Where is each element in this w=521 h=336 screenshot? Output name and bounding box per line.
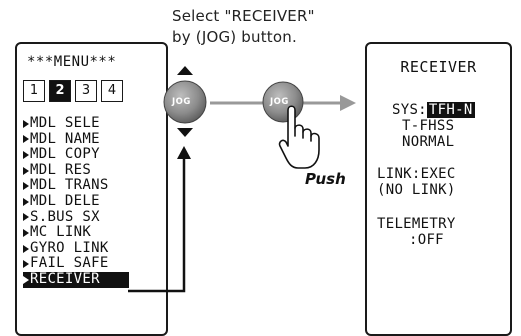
link-status: (NO LINK) — [377, 182, 456, 198]
menu-item-label: FAIL SAFE — [30, 255, 109, 272]
instruction-text: Select "RECEIVER" by (JOG) button. — [172, 6, 315, 48]
menu-item-label: S.BUS SX — [30, 208, 100, 225]
page-1: 1 — [23, 80, 45, 102]
menu-item-label: MC LINK — [30, 224, 92, 241]
menu-item: MDL DELE — [23, 192, 129, 210]
triangle-pointer-icon — [23, 119, 29, 128]
menu-item-label: RECEIVER — [30, 270, 100, 287]
triangle-pointer-icon — [23, 150, 29, 159]
menu-item-label: MDL NAME — [30, 130, 100, 147]
menu-item: MDL TRANS — [23, 178, 129, 194]
jog-label-right: JOG — [270, 97, 289, 107]
down-arrow-icon — [177, 128, 193, 137]
sys-label: SYS: — [392, 102, 427, 118]
triangle-pointer-icon — [23, 197, 29, 206]
triangle-pointer-icon — [23, 228, 29, 237]
menu-item-label: MDL RES — [30, 161, 92, 178]
sys-line: SYS:TFH-N — [392, 102, 475, 118]
jog-label-left: JOG — [172, 97, 191, 107]
page-2-active: 2 — [49, 80, 71, 102]
receiver-title: RECEIVER — [400, 58, 477, 76]
menu-title: ***MENU*** — [27, 54, 117, 70]
menu-item: S.BUS SX — [23, 208, 129, 226]
instruction-line-2: by (JOG) button. — [172, 28, 297, 46]
page-4: 4 — [101, 80, 123, 102]
pointing-hand-icon — [278, 105, 320, 169]
menu-item: MC LINK — [23, 225, 129, 241]
link-line: LINK:EXEC — [377, 166, 456, 182]
menu-item: FAIL SAFE — [23, 256, 129, 272]
menu-item: MDL NAME — [23, 130, 129, 148]
menu-item-label: MDL COPY — [30, 146, 100, 163]
arrow-to-receiver-icon — [340, 95, 356, 111]
selection-pointer-line — [128, 146, 191, 293]
triangle-pointer-icon — [23, 182, 29, 191]
triangle-pointer-icon — [23, 275, 29, 284]
instruction-line-1: Select "RECEIVER" — [172, 7, 315, 25]
menu-item: MDL RES — [23, 161, 129, 179]
menu-item: MDL SELE — [23, 115, 129, 132]
triangle-pointer-icon — [23, 166, 29, 175]
page-selector: 1 2 3 4 — [23, 80, 123, 102]
sys-option-normal: NORMAL — [402, 134, 455, 150]
sys-value-highlight: TFH-N — [426, 102, 475, 118]
triangle-pointer-icon — [23, 244, 29, 253]
menu-item-label: GYRO LINK — [30, 239, 109, 256]
triangle-pointer-icon — [23, 260, 29, 269]
triangle-pointer-icon — [23, 213, 29, 222]
up-arrow-icon — [177, 66, 193, 75]
menu-item-label: MDL SELE — [30, 115, 100, 131]
telemetry-label: TELEMETRY — [377, 216, 456, 232]
menu-item: MDL COPY — [23, 147, 129, 163]
receiver-screen: RECEIVER SYS:TFH-N T-FHSS NORMAL LINK:EX… — [365, 42, 512, 336]
menu-item-label: MDL TRANS — [30, 177, 109, 194]
menu-screen: ***MENU*** 1 2 3 4 MDL SELE MDL NAME MDL… — [15, 42, 168, 336]
diagram-overlay — [128, 66, 356, 293]
menu-item-receiver-selected: RECEIVER — [23, 270, 129, 288]
menu-list: MDL SELE MDL NAME MDL COPY MDL RES MDL T… — [23, 115, 129, 288]
menu-item-label: MDL DELE — [30, 192, 100, 209]
page-3: 3 — [75, 80, 97, 102]
push-label: Push — [305, 170, 346, 188]
telemetry-value: :OFF — [409, 232, 444, 248]
sys-option-tfhss: T-FHSS — [402, 118, 455, 134]
pointer-arrowhead-icon — [177, 146, 191, 159]
triangle-pointer-icon — [23, 135, 29, 144]
jog-button-left — [163, 80, 207, 124]
menu-item: GYRO LINK — [23, 239, 129, 257]
